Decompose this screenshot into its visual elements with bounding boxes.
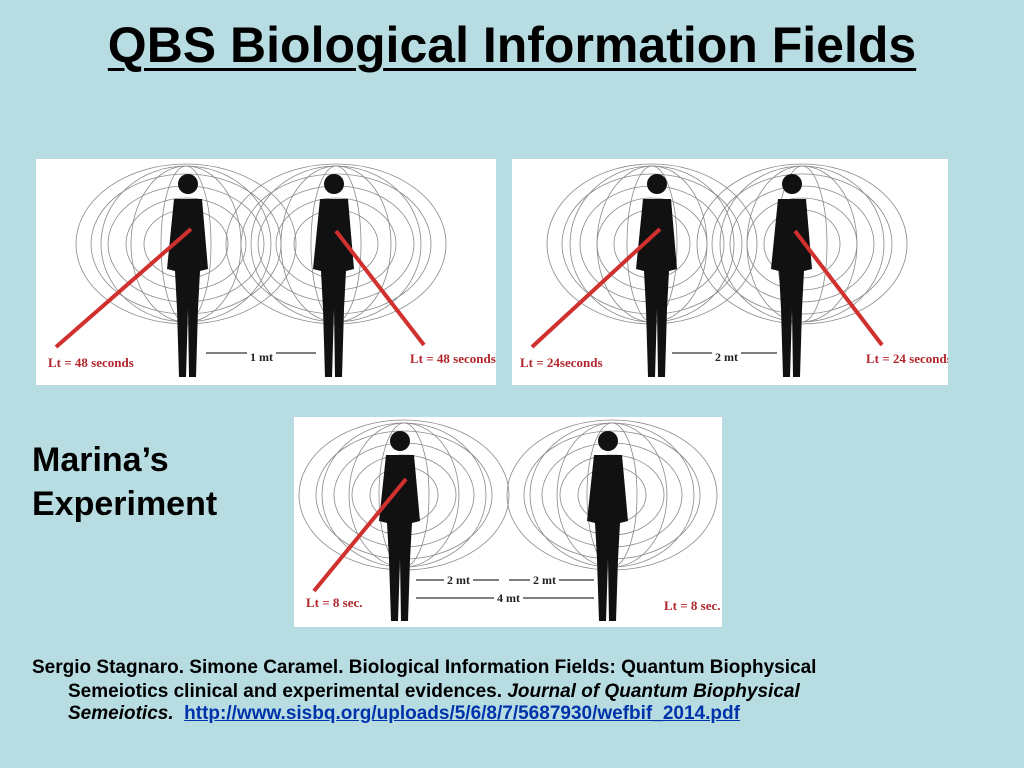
citation-line3: Semeiotics. http://www.sisbq.org/uploads… [32, 704, 992, 724]
field-image-2m: Lt = 24seconds 2 mt Lt = 24 seconds [512, 159, 948, 385]
citation-journal-b: Semeiotics. [68, 703, 174, 724]
citation-url-link[interactable]: http://www.sisbq.org/uploads/5/6/8/7/568… [184, 703, 740, 724]
distance-label-b: 2 mt [530, 573, 559, 588]
field-image-1m: Lt = 48 seconds 1 mt Lt = 48 seconds [36, 159, 496, 385]
distance-label: 2 mt [712, 350, 741, 365]
lt-label-left: Lt = 24seconds [520, 355, 603, 370]
field-diagram-2 [530, 163, 908, 377]
citation-line2: Semeiotics clinical and experimental evi… [32, 680, 992, 704]
slide-title: QBS Biological Information Fields [107, 17, 917, 73]
distance-label-a: 2 mt [444, 573, 473, 588]
citation-journal-a: Journal of Quantum Biophysical [507, 681, 800, 702]
experiment-label: Marina’s Experiment [32, 438, 217, 526]
field-diagram-1 [54, 163, 447, 377]
experiment-label-line2: Experiment [32, 485, 218, 523]
citation-authors: Sergio Stagnaro. Simone Caramel. Biologi… [32, 657, 817, 678]
lt-label-right: Lt = 24 seconds [866, 351, 948, 366]
human-figure-right [587, 431, 628, 621]
human-figure-right [771, 174, 812, 377]
distance-label-total: 4 mt [494, 591, 523, 606]
arrow-left [54, 227, 193, 349]
distance-label: 1 mt [247, 350, 276, 365]
arrow-left [312, 477, 408, 593]
arrow-right [793, 229, 884, 347]
citation-title-end: Semeiotics clinical and experimental evi… [68, 681, 503, 702]
lt-label-right: Lt = 8 sec. [664, 598, 721, 613]
lt-label-left: Lt = 8 sec. [306, 595, 363, 610]
field-image-4m: Lt = 8 sec. 2 mt 2 mt 4 mt Lt = 8 sec. [294, 417, 722, 627]
arrow-left [530, 227, 662, 349]
human-figure-left [636, 174, 677, 377]
reference-citation: Sergio Stagnaro. Simone Caramel. Biologi… [32, 656, 992, 724]
lt-label-right: Lt = 48 seconds [410, 351, 496, 366]
human-figure-left [379, 431, 420, 621]
field-wireframe-right [225, 163, 447, 325]
lt-label-left: Lt = 48 seconds [48, 355, 134, 370]
arrow-right [334, 229, 426, 347]
field-diagram-3 [298, 419, 718, 621]
experiment-label-line1: Marina’s [32, 441, 169, 479]
